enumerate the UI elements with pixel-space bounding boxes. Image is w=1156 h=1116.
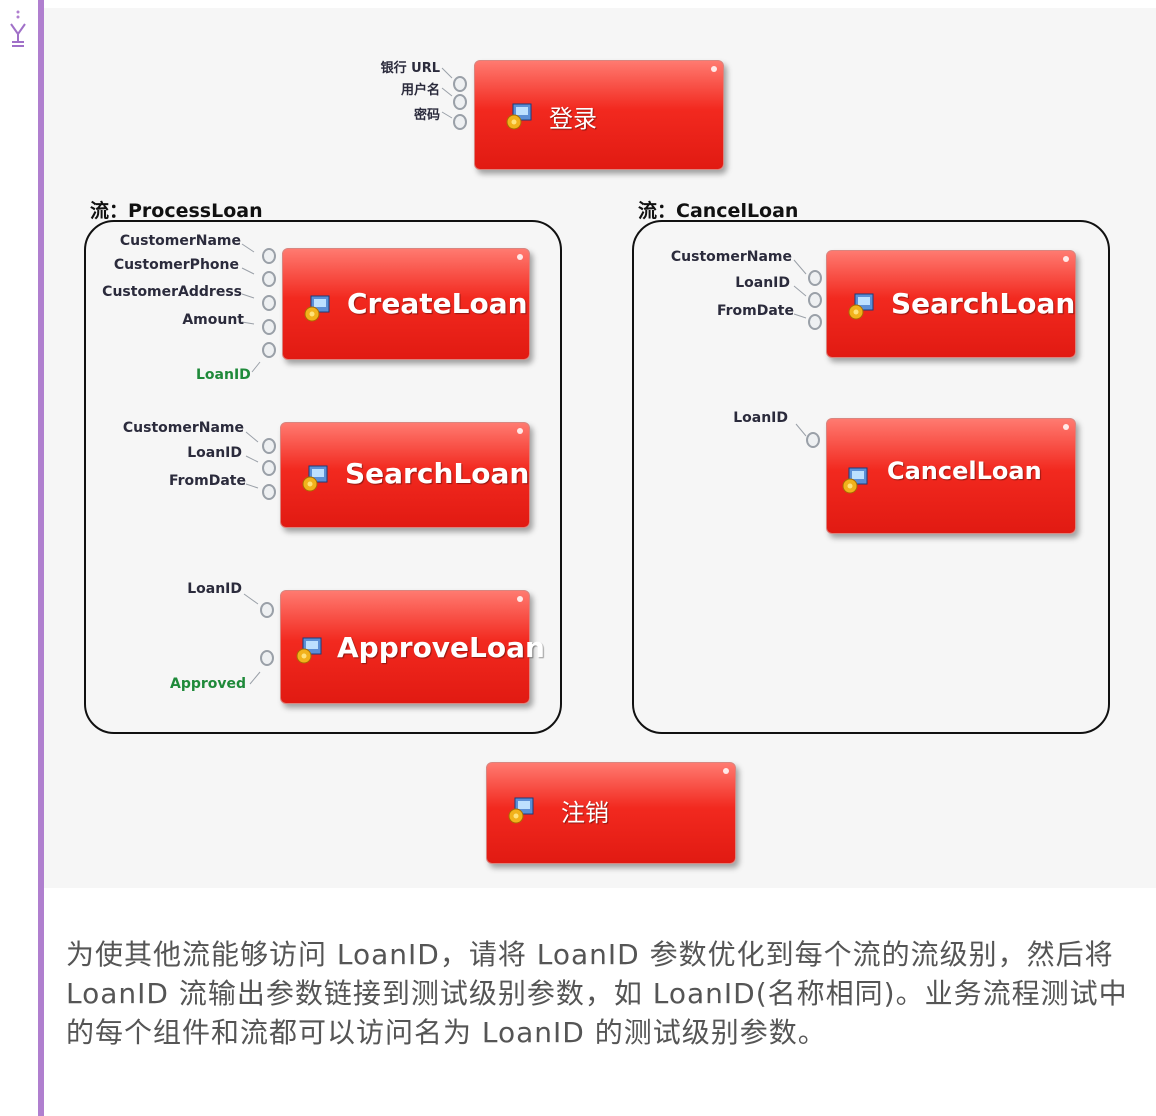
searchloan2-port xyxy=(808,270,822,286)
login-param-bank-url: 银行 URL xyxy=(380,61,440,76)
login-port xyxy=(453,76,467,92)
component-gloss xyxy=(517,254,523,260)
searchloan2-title: SearchLoan xyxy=(891,287,1076,320)
createloan-output-loanid: LoanID xyxy=(196,367,251,383)
component-icon xyxy=(304,295,330,322)
login-title: 登录 xyxy=(549,105,597,133)
cancelloan-port xyxy=(806,432,820,448)
cancelloan-component[interactable]: CancelLoan xyxy=(826,418,1076,534)
component-icon xyxy=(506,103,532,130)
createloan-param-customerphone: CustomerPhone xyxy=(113,257,239,273)
diagram-canvas: 银行 URL 用户名 密码 登录 流：ProcessLoan CustomerN… xyxy=(44,8,1156,888)
createloan-port xyxy=(262,319,276,335)
createloan-param-amount: Amount xyxy=(182,312,244,328)
port-leader-lines xyxy=(241,67,807,685)
flow-box-processloan xyxy=(84,220,562,734)
component-gloss xyxy=(723,768,729,774)
approveloan-output-approved: Approved xyxy=(170,676,247,692)
cancelloan-title: CancelLoan xyxy=(887,457,1042,485)
note-icon xyxy=(10,10,26,47)
searchloan2-param-fromdate: FromDate xyxy=(716,303,794,319)
createloan-param-customername: CustomerName xyxy=(119,233,241,249)
searchloan2-port xyxy=(808,292,822,308)
searchloan-component-cancelloan[interactable]: SearchLoan xyxy=(826,250,1076,358)
approveloan-param-loanid: LoanID xyxy=(187,581,242,597)
createloan-port xyxy=(262,271,276,287)
searchloan1-param-customername: CustomerName xyxy=(122,420,244,436)
createloan-param-customeraddress: CustomerAddress xyxy=(102,284,242,300)
component-gloss xyxy=(1063,424,1069,430)
flow-label-processloan: 流：ProcessLoan xyxy=(90,200,263,222)
approveloan-port xyxy=(260,602,274,618)
component-icon xyxy=(848,293,874,320)
description-paragraph: 为使其他流能够访问 LoanID，请将 LoanID 参数优化到每个流的流级别，… xyxy=(66,938,1128,1049)
login-param-password: 密码 xyxy=(413,108,440,123)
note-sidebar-bar xyxy=(38,0,44,1116)
component-icon xyxy=(296,637,322,664)
flow-label-cancelloan: 流：CancelLoan xyxy=(638,200,799,222)
searchloan1-param-fromdate: FromDate xyxy=(168,473,246,489)
login-port xyxy=(453,94,467,110)
component-icon xyxy=(302,465,328,492)
searchloan1-port xyxy=(262,460,276,476)
createloan-port xyxy=(262,248,276,264)
login-port xyxy=(453,114,467,130)
component-gloss xyxy=(517,428,523,434)
searchloan2-param-customername: CustomerName xyxy=(670,249,792,265)
login-component[interactable]: 登录 xyxy=(474,60,724,170)
searchloan2-port xyxy=(808,314,822,330)
component-icon xyxy=(842,467,868,494)
createloan-component[interactable]: CreateLoan xyxy=(282,248,530,360)
component-gloss xyxy=(711,66,717,72)
approveloan-component[interactable]: ApproveLoan xyxy=(280,590,545,704)
logout-title: 注销 xyxy=(561,799,609,827)
searchloan1-port xyxy=(262,484,276,500)
component-gloss xyxy=(517,596,523,602)
createloan-port xyxy=(262,342,276,358)
approveloan-title: ApproveLoan xyxy=(337,631,545,664)
searchloan1-title: SearchLoan xyxy=(345,457,530,490)
searchloan1-param-loanid: LoanID xyxy=(187,445,242,461)
component-gloss xyxy=(1063,256,1069,262)
cancelloan-param-loanid: LoanID xyxy=(733,410,788,426)
createloan-title: CreateLoan xyxy=(347,287,528,320)
approveloan-port xyxy=(260,650,274,666)
login-param-username: 用户名 xyxy=(400,83,440,98)
searchloan-component-processloan[interactable]: SearchLoan xyxy=(280,422,530,528)
searchloan2-param-loanid: LoanID xyxy=(735,275,790,291)
createloan-port xyxy=(262,295,276,311)
searchloan1-port xyxy=(262,438,276,454)
logout-component[interactable]: 注销 xyxy=(486,762,736,864)
component-icon xyxy=(508,797,534,824)
flow-box-cancelloan xyxy=(632,220,1110,734)
